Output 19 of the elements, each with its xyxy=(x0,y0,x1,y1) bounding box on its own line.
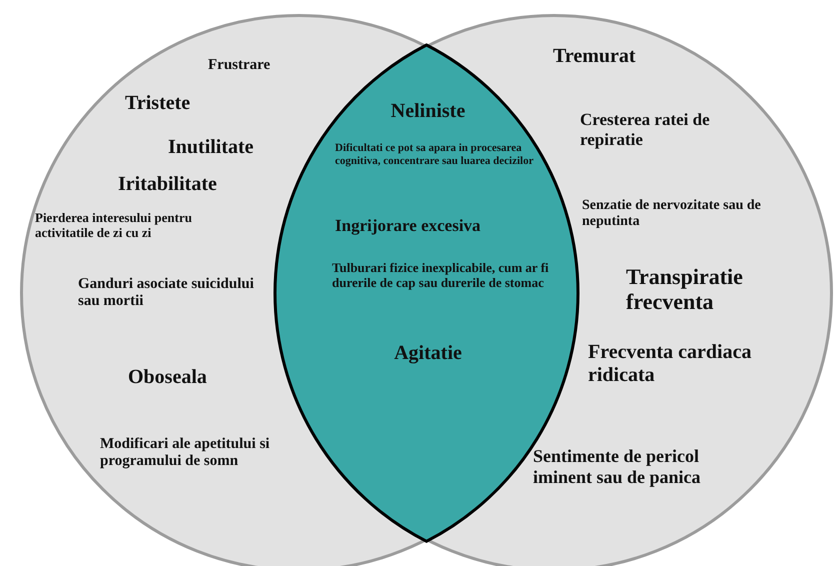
symptom-text: Iritabilitate xyxy=(118,173,217,196)
symptom-text: Tulburari fizice inexplicabile, cum ar fi durerile de cap sau durerile de stomac xyxy=(332,260,550,291)
symptom-text: Pierderea interesului pentru activitatile de zi cu zi xyxy=(35,211,193,241)
symptom-text: Transpiratie frecventa xyxy=(626,264,744,315)
symptom-text: Tristete xyxy=(125,92,190,115)
symptom-text: Modificari ale apetitului si programului de somn xyxy=(100,436,271,470)
symptom-text: Ingrijorare excesiva xyxy=(335,216,481,236)
symptom-text: Cresterea ratei de repiratie xyxy=(580,110,711,150)
symptom-text: Agitatie xyxy=(394,342,462,365)
symptom-text: Frustrare xyxy=(208,57,270,74)
symptom-text: Neliniste xyxy=(390,100,466,123)
symptom-text: Ganduri asociate suicidului sau mortii xyxy=(78,276,255,310)
symptom-text: Sentimente de pericol iminent sau de panica xyxy=(533,446,702,488)
symptom-text: Inutilitate xyxy=(168,136,254,159)
symptom-text: Dificultati ce pot sa apara in procesarea cognitiva, concentrare sau luarea decizilor xyxy=(335,142,534,168)
symptom-text: Frecventa cardiaca ridicata xyxy=(588,341,752,387)
symptom-text: Tremurat xyxy=(553,45,636,68)
symptom-text: Senzatie de nervozitate sau de neputinta xyxy=(582,198,762,230)
symptom-text: Oboseala xyxy=(128,366,207,389)
